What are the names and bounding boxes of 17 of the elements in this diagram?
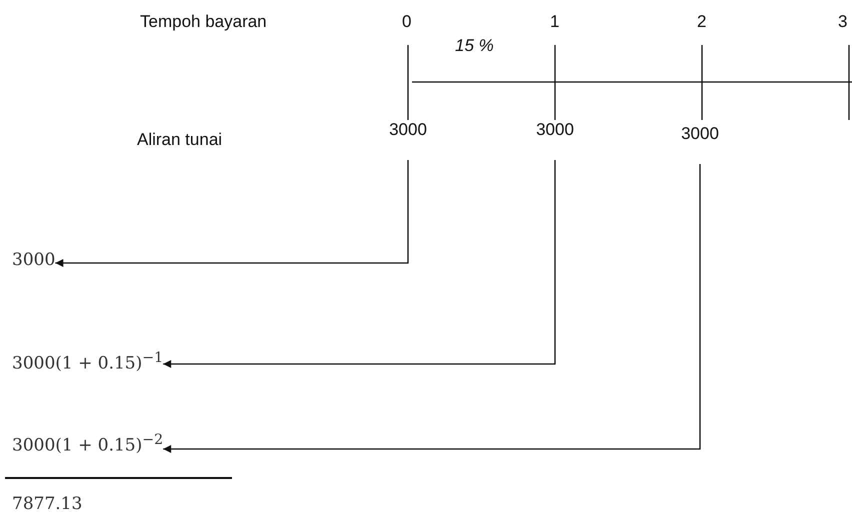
cash-flow-value: 3000 [670,124,730,164]
axis-title: Aliran tunai [137,130,222,150]
axis-title: Tempoh bayaran [140,12,267,32]
present-value-term: 3000 [12,250,56,278]
period-number: 0 [402,12,412,32]
period-number: 3 [838,12,848,32]
arrow [55,160,409,267]
present-value-term: 3000(1 + 0.15)$^{−2}$ [12,432,164,464]
present-value-term: 3000(1 + 0.15)$^{−1}$ [12,350,164,382]
arrow [163,164,701,453]
period-number: 2 [697,12,706,32]
total-value: 7877.13 [12,494,82,514]
period-number: 1 [550,12,560,32]
cash-flow-value: 3000 [378,120,438,160]
cash-flow-value: 3000 [525,120,585,160]
arrow [163,160,556,368]
interest-rate: 15 % [455,36,494,56]
